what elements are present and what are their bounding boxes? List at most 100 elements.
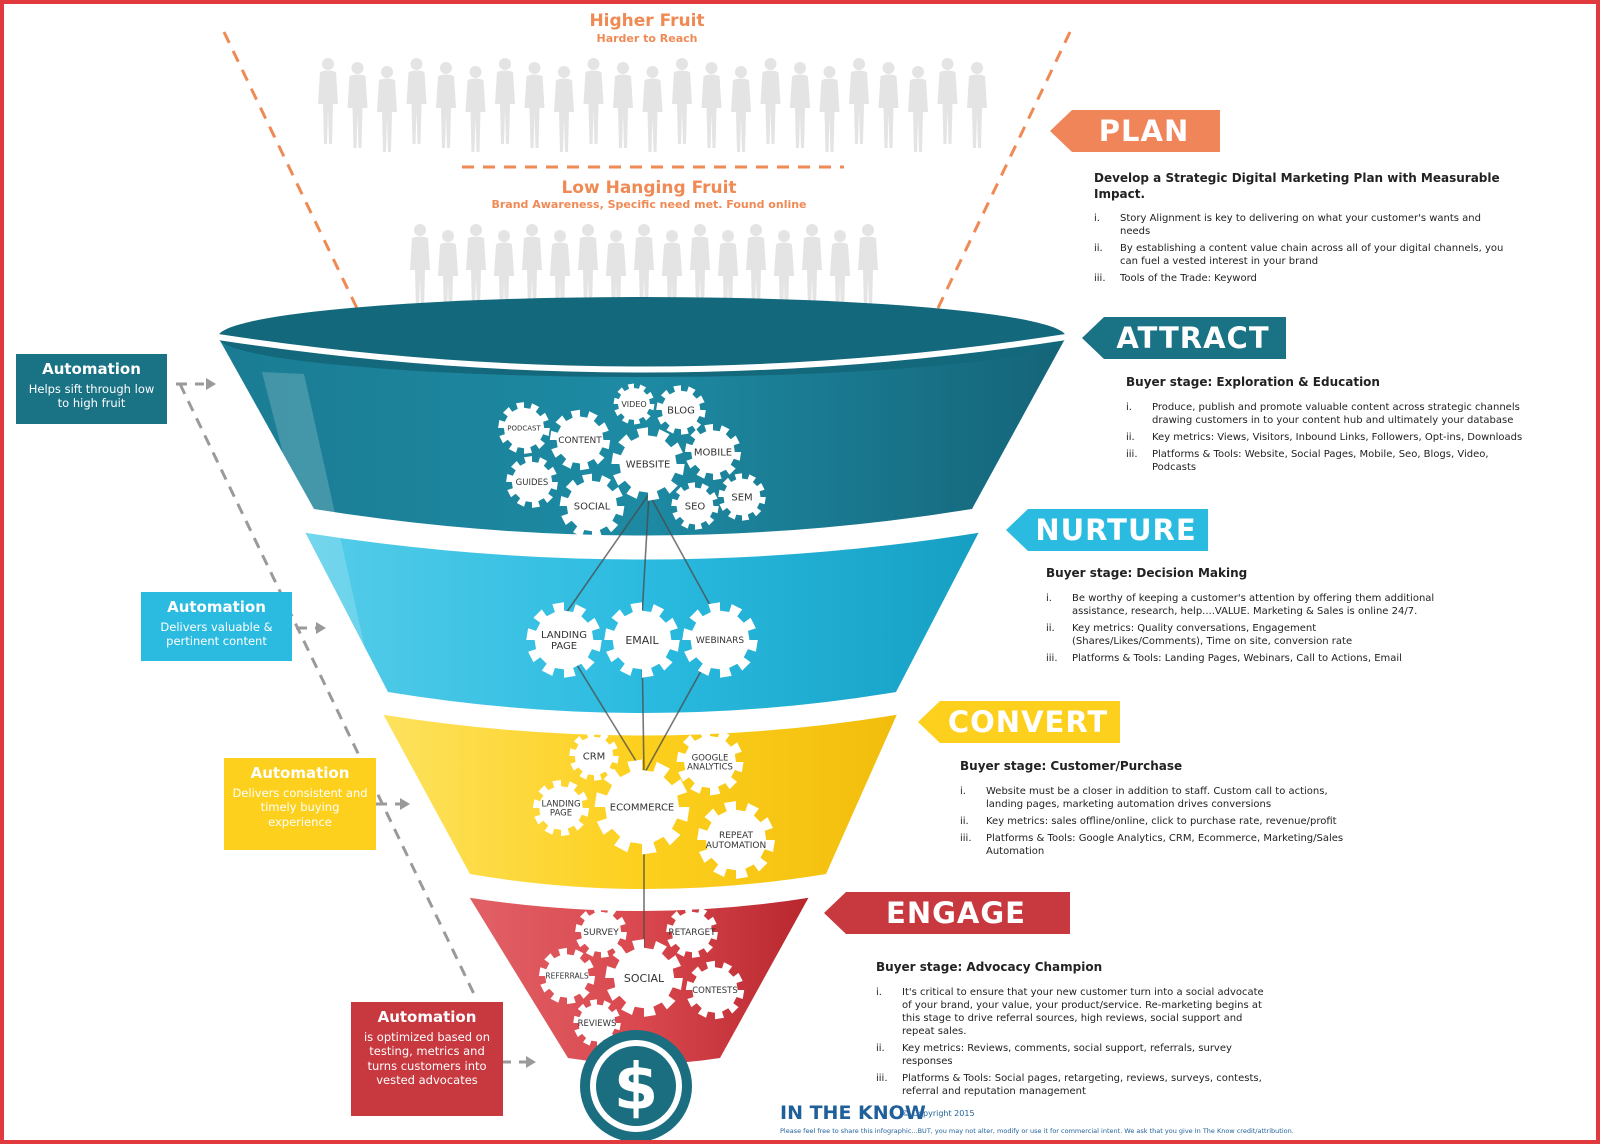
list-text: Be worthy of keeping a customer's attent… bbox=[1072, 592, 1435, 617]
list-item: iii.Platforms & Tools: Landing Pages, We… bbox=[1046, 652, 1446, 665]
person-silhouette bbox=[634, 224, 654, 310]
person-silhouette bbox=[554, 66, 574, 152]
automation-title: Automation bbox=[377, 1008, 477, 1026]
person-silhouette bbox=[578, 224, 598, 310]
svg-text:REPEAT: REPEAT bbox=[719, 831, 754, 841]
person-silhouette bbox=[406, 58, 427, 144]
stage-tag-attract: ATTRACT bbox=[1082, 317, 1286, 359]
svg-text:CRM: CRM bbox=[583, 752, 606, 763]
svg-text:WEBINARS: WEBINARS bbox=[696, 636, 745, 646]
list-item: iii.Platforms & Tools: Google Analytics,… bbox=[960, 832, 1350, 858]
person-silhouette bbox=[662, 230, 682, 316]
list-text: Platforms & Tools: Landing Pages, Webina… bbox=[1072, 652, 1402, 664]
list-item: iii.Tools of the Trade: Keyword bbox=[1094, 272, 1504, 285]
stage-list: i.Website must be a closer in addition t… bbox=[960, 785, 1350, 858]
gear-referrals: REFERRALS bbox=[538, 947, 596, 1005]
stage-tag-convert: CONVERT bbox=[918, 701, 1120, 743]
list-text: Website must be a closer in addition to … bbox=[986, 785, 1328, 810]
person-silhouette bbox=[606, 230, 626, 316]
gear-content: CONTENT bbox=[549, 409, 611, 471]
stage-heading: Buyer stage: Decision Making bbox=[1046, 566, 1248, 580]
stage-tag-nurture: NURTURE bbox=[1006, 509, 1208, 551]
list-number: ii. bbox=[876, 1042, 885, 1054]
list-number: iii. bbox=[876, 1072, 888, 1084]
gear-blog: BLOG bbox=[656, 385, 706, 435]
list-number: i. bbox=[1126, 401, 1132, 413]
person-silhouette bbox=[466, 224, 486, 310]
dollar-coin-icon: $ bbox=[580, 1030, 692, 1140]
person-silhouette bbox=[690, 224, 710, 310]
list-number: ii. bbox=[1126, 431, 1135, 443]
person-silhouette bbox=[790, 62, 810, 148]
gear-video: VIDEO bbox=[613, 383, 655, 425]
higher-fruit-subtitle: Harder to Reach bbox=[596, 32, 698, 45]
person-silhouette bbox=[830, 230, 850, 316]
automation-desc: Delivers consistent and timely buying ex… bbox=[232, 786, 368, 829]
person-silhouette bbox=[819, 66, 840, 152]
list-item: iii.Platforms & Tools: Website, Social P… bbox=[1126, 448, 1526, 474]
person-silhouette bbox=[613, 62, 633, 148]
stage-list: i.It's critical to ensure that your new … bbox=[876, 986, 1272, 1098]
gear-mobile: MOBILE bbox=[684, 423, 742, 481]
svg-text:EMAIL: EMAIL bbox=[625, 634, 659, 647]
gear-email: EMAIL bbox=[604, 602, 680, 678]
stage-heading: Develop a Strategic Digital Marketing Pl… bbox=[1094, 171, 1500, 201]
person-silhouette bbox=[774, 230, 794, 316]
svg-text:SEO: SEO bbox=[685, 502, 706, 513]
list-text: Produce, publish and promote valuable co… bbox=[1152, 401, 1520, 426]
person-silhouette bbox=[731, 66, 751, 152]
stage-list: i.Story Alignment is key to delivering o… bbox=[1094, 212, 1504, 285]
list-number: ii. bbox=[960, 815, 969, 827]
svg-text:SURVEY: SURVEY bbox=[583, 928, 619, 938]
list-item: i.It's critical to ensure that your new … bbox=[876, 986, 1272, 1038]
person-silhouette bbox=[672, 58, 692, 144]
svg-text:LANDING: LANDING bbox=[541, 799, 580, 809]
automation-title: Automation bbox=[250, 764, 350, 782]
gear-reviews: REVIEWS bbox=[573, 999, 621, 1047]
list-number: i. bbox=[1046, 592, 1052, 604]
stage-tag-engage: ENGAGE bbox=[824, 892, 1070, 934]
automation-box-convert: Automation Delivers consistent and timel… bbox=[224, 758, 376, 850]
automation-title: Automation bbox=[167, 598, 266, 616]
stage-tag-plan: PLAN bbox=[1050, 110, 1220, 152]
svg-text:SOCIAL: SOCIAL bbox=[624, 972, 665, 985]
list-text: Key metrics: Views, Visitors, Inbound Li… bbox=[1152, 431, 1523, 443]
gear-retarget: RETARGET bbox=[666, 906, 718, 958]
svg-text:REVIEWS: REVIEWS bbox=[578, 1019, 617, 1029]
svg-text:WEBSITE: WEBSITE bbox=[626, 460, 671, 471]
stage-list: i. Produce, publish and promote valuable … bbox=[1126, 401, 1526, 474]
crowd-silhouettes bbox=[318, 58, 987, 316]
list-item: i.Story Alignment is key to delivering o… bbox=[1094, 212, 1504, 238]
person-silhouette bbox=[858, 224, 878, 310]
list-item: ii.By establishing a content value chain… bbox=[1094, 242, 1504, 268]
list-number: iii. bbox=[960, 832, 972, 844]
svg-text:AUTOMATION: AUTOMATION bbox=[706, 841, 767, 851]
person-silhouette bbox=[465, 66, 486, 152]
svg-text:PODCAST: PODCAST bbox=[507, 424, 541, 432]
person-silhouette bbox=[495, 58, 515, 144]
automation-box-nurture: Automation Delivers valuable & pertinent… bbox=[141, 592, 292, 661]
list-text: Tools of the Trade: Keyword bbox=[1120, 273, 1257, 285]
gear-crm: CRM bbox=[569, 731, 619, 781]
person-silhouette bbox=[718, 230, 738, 316]
list-text: Platforms & Tools: Website, Social Pages… bbox=[1152, 448, 1489, 473]
stage-heading: Buyer stage: Customer/Purchase bbox=[960, 759, 1183, 773]
person-silhouette bbox=[347, 62, 368, 148]
person-silhouette bbox=[746, 224, 766, 310]
gear-webinars: WEBINARS bbox=[682, 602, 758, 678]
gear-survey: SURVEY bbox=[575, 906, 627, 958]
automation-box-attract: Automation Helps sift through low to hig… bbox=[16, 354, 167, 424]
person-silhouette bbox=[760, 58, 781, 144]
list-number: i. bbox=[1094, 213, 1100, 225]
svg-text:REFERRALS: REFERRALS bbox=[545, 972, 588, 981]
gear-ecommerce: ECOMMERCE bbox=[594, 759, 690, 855]
list-number: ii. bbox=[1094, 243, 1103, 255]
low-fruit-title: Low Hanging Fruit bbox=[561, 178, 737, 198]
gear-contests: CONTESTS bbox=[685, 960, 745, 1020]
person-silhouette bbox=[583, 58, 604, 144]
gear-website: WEBSITE bbox=[611, 427, 685, 501]
gear-social: SOCIAL bbox=[559, 473, 625, 539]
stage-list: i. Be worthy of keeping a customer's atte… bbox=[1046, 592, 1446, 665]
